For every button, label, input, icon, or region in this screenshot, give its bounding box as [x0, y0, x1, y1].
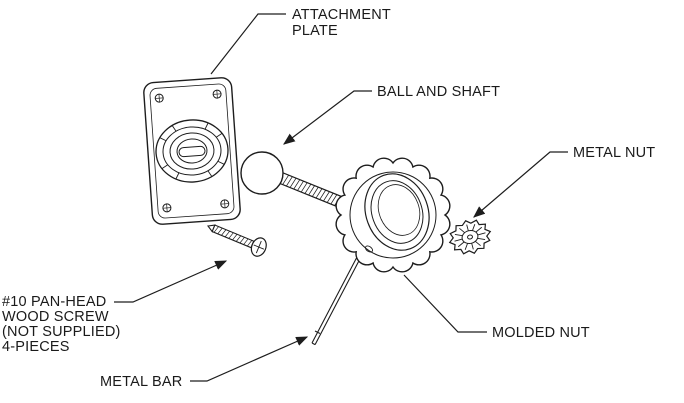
- metal-nut-serrated-edge: [445, 215, 494, 258]
- plate-boss-ring: [176, 138, 208, 164]
- wood-screw-part: [206, 224, 267, 257]
- label-wood-screw-line4: 4-PIECES: [2, 339, 70, 355]
- screw-threads: [213, 226, 253, 247]
- molded-nut-hole: [370, 180, 424, 244]
- leader-metal-nut: [473, 151, 568, 218]
- molded-nut-detail: [364, 245, 374, 253]
- metal-nut-center-hole: [467, 234, 473, 239]
- shaft: [278, 172, 344, 208]
- label-wood-screw-line3: (NOT SUPPLIED): [2, 324, 121, 340]
- molded-nut-part: [335, 157, 451, 273]
- metal-nut-inner-ring: [461, 229, 480, 246]
- metal-bar-part: [311, 256, 361, 346]
- leader-wood-screw: [114, 260, 228, 303]
- molded-nut-face-ring: [349, 171, 437, 259]
- screw-shaft: [211, 224, 255, 249]
- label-attachment-plate-line2: PLATE: [292, 23, 338, 39]
- bar-lines: [311, 256, 361, 346]
- label-attachment-plate-line1: ATTACHMENT: [292, 7, 391, 23]
- plate-boss-outer: [155, 119, 229, 183]
- label-ball-and-shaft: BALL AND SHAFT: [377, 84, 500, 100]
- label-wood-screw-line1: #10 PAN-HEAD: [2, 294, 106, 310]
- molded-nut-hole-rim: [364, 173, 430, 251]
- leader-ball-and-shaft: [283, 90, 372, 145]
- plate-slot: [178, 145, 206, 158]
- metal-nut-part: [445, 215, 494, 258]
- ball-shaft-part: [240, 151, 344, 208]
- molded-nut-scalloped-rim: [335, 157, 451, 273]
- attachment-plate-part: [143, 77, 241, 225]
- shaft-threads: [282, 174, 341, 206]
- label-molded-nut: MOLDED NUT: [492, 325, 590, 341]
- plate-hole-crosses: [155, 90, 229, 212]
- plate-inner-line: [149, 83, 235, 219]
- molded-nut-hole-depth: [377, 184, 421, 236]
- plate-boss-ring: [169, 132, 215, 170]
- metal-nut-spokes: [451, 220, 489, 253]
- plate-boss-ring: [162, 126, 222, 176]
- label-metal-bar: METAL BAR: [100, 374, 182, 390]
- plate-boss-ribs: [159, 122, 225, 180]
- ball: [240, 151, 284, 195]
- leader-attachment-plate: [210, 13, 286, 75]
- label-metal-nut: METAL NUT: [573, 145, 655, 161]
- label-wood-screw-line2: WOOD SCREW: [2, 309, 109, 325]
- leader-metal-bar: [190, 336, 309, 382]
- leader-molded-nut: [403, 274, 487, 333]
- screw-head-slot: [253, 240, 265, 254]
